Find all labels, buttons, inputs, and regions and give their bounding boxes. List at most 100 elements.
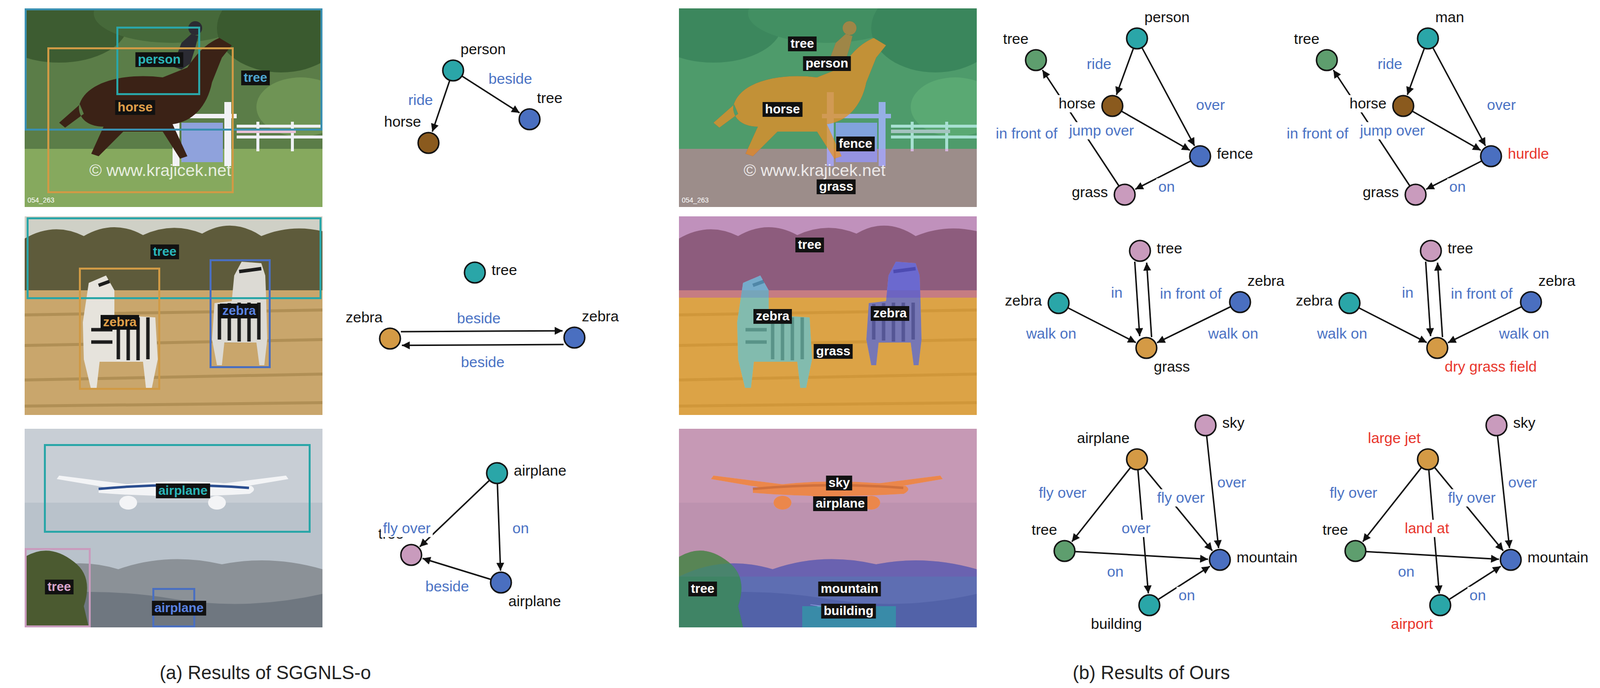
relation-label: jump over [1066, 122, 1137, 140]
node-circle [378, 327, 402, 351]
illustration-part [678, 290, 977, 416]
node-circle [1024, 48, 1048, 72]
relation-label: walk on [1315, 325, 1370, 343]
bounding-box [25, 9, 322, 130]
node-name: airplane [506, 593, 563, 611]
graph-node: tree [1419, 239, 1443, 263]
graph-node: person [441, 59, 465, 82]
node-circle [1499, 548, 1523, 572]
object-tag: tree [150, 244, 179, 260]
node-circle [485, 462, 509, 485]
illustration-part [678, 550, 744, 628]
relation-label: walk on [1024, 325, 1079, 343]
photo-zebras [24, 216, 323, 416]
graph-node: zebra [378, 327, 402, 351]
graph-node: horse [1391, 94, 1415, 118]
graph-node: zebra [1519, 290, 1543, 314]
image-id: 054_263 [681, 196, 710, 205]
graph-node: airport [1428, 594, 1452, 617]
node-name: tree [490, 261, 519, 280]
object-tag: person [135, 52, 184, 68]
relation-label: beside [459, 354, 507, 372]
relation-label: fly over [1446, 489, 1498, 507]
node-name: horse [1348, 95, 1388, 113]
node-name: dry grass field [1443, 358, 1539, 376]
relation-label: beside [486, 70, 534, 88]
graph-node: tree [1024, 48, 1048, 72]
node-circle-shape [486, 462, 508, 484]
graph-node: airplane [1125, 448, 1149, 471]
object-tag: tree [44, 579, 74, 595]
graph-node: horse [417, 131, 440, 155]
graph-node: horse [1101, 94, 1124, 118]
illustration-part [737, 275, 813, 389]
image-id: 054_263 [27, 196, 55, 205]
relation-arrow [1425, 261, 1431, 337]
relation-label: on [1176, 587, 1197, 605]
relation-arrow [1366, 551, 1499, 560]
relation-label: beside [423, 578, 471, 596]
bounding-box [210, 260, 270, 368]
node-circle-shape [1429, 595, 1451, 616]
photo-zebras-segmented [678, 216, 977, 416]
graph-node: dry grass field [1425, 336, 1449, 360]
graph-node: tree [463, 261, 487, 285]
node-name: zebra [1003, 292, 1044, 310]
relation-arrow [401, 344, 564, 346]
node-name: tree [535, 89, 565, 107]
graph-node: grass [1135, 336, 1158, 360]
node-circle [1416, 448, 1440, 471]
object-tag: grass [813, 344, 853, 359]
relation-label: ride [406, 91, 435, 109]
relation-arrow [1075, 551, 1209, 560]
node-name: horse [1057, 95, 1098, 113]
bounding-box [79, 268, 160, 390]
relation-label: in front of [1284, 125, 1351, 143]
node-circle-shape [1195, 415, 1216, 436]
graph-node: sky [1485, 414, 1508, 437]
node-name: grass [1152, 358, 1192, 376]
graph-node: tree [1053, 539, 1076, 563]
graph-node: zebra [1228, 290, 1252, 314]
relation-label: over [1215, 474, 1248, 492]
node-circle [1101, 94, 1124, 118]
relation-label: on [1156, 178, 1177, 196]
illustration-part [644, 0, 1000, 208]
object-tag: zebra [870, 306, 910, 321]
node-name: building [1089, 615, 1144, 634]
bounding-box [48, 48, 233, 193]
relation-arrow [1407, 48, 1424, 96]
node-circle-shape [490, 572, 512, 594]
node-circle [1425, 336, 1449, 360]
node-circle-shape [1417, 449, 1439, 470]
node-circle-shape [1114, 184, 1136, 206]
node-name: tree [1446, 240, 1475, 258]
relation-label: fly over [381, 520, 433, 538]
object-tag: airplane [151, 601, 207, 616]
node-circle-shape [1102, 95, 1123, 117]
graph-node: person [1125, 27, 1149, 50]
node-circle [463, 261, 487, 285]
node-circle-shape [464, 262, 486, 284]
node-circle-shape [1520, 291, 1542, 313]
relation-label: in front of [1157, 285, 1224, 303]
node-circle [441, 59, 465, 82]
node-name: zebra [1294, 292, 1335, 310]
node-circle [1208, 548, 1232, 572]
node-circle [1188, 144, 1212, 168]
node-circle-shape [379, 328, 401, 350]
node-circle [563, 326, 586, 350]
figure-caption: (b) Results of Ours [1072, 662, 1231, 685]
illustration-part [678, 216, 977, 298]
node-circle [1137, 594, 1161, 617]
node-circle-shape [1392, 95, 1414, 117]
node-circle [1128, 239, 1152, 263]
relation-label: in [1108, 284, 1125, 302]
graph-node: tree [1128, 239, 1152, 263]
node-circle-shape [1420, 240, 1442, 262]
node-circle-shape [1486, 415, 1507, 436]
graph-node: grass [1404, 183, 1427, 207]
relation-arrow [1432, 47, 1486, 146]
graph-node: mountain [1208, 548, 1232, 572]
relation-arrow [497, 484, 501, 571]
